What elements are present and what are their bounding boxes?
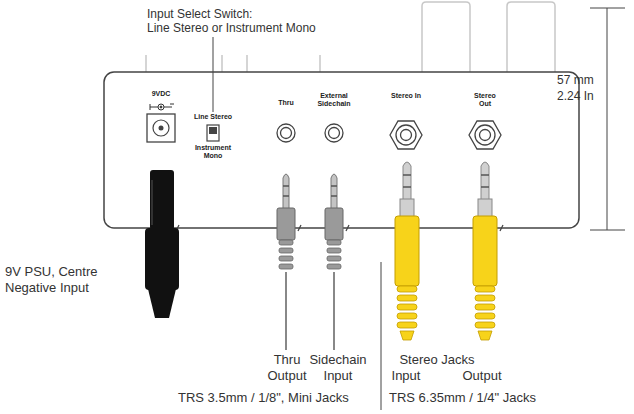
dc-plug <box>145 170 179 318</box>
strain-relief-ridge <box>279 256 293 261</box>
tip-ring <box>481 186 489 188</box>
part-label: Input <box>381 368 431 384</box>
plug-cable <box>285 272 287 350</box>
strain-relief-ridge <box>397 304 417 310</box>
plug-cable <box>333 272 335 350</box>
dimension-label: 57 mm <box>557 73 603 87</box>
strain-relief-ridge <box>279 264 293 269</box>
strain-relief-ridge <box>327 264 341 269</box>
strain-relief-ridge <box>397 286 417 292</box>
tip-ring <box>331 195 337 197</box>
mini-plugs <box>277 174 343 350</box>
part-label: Thru Output <box>265 352 309 383</box>
height-dimension <box>590 8 625 230</box>
strain-relief-ridge <box>327 248 341 253</box>
tip-ring <box>283 195 289 197</box>
panel-label: 9VDC <box>141 90 181 98</box>
tip-ring <box>403 186 411 188</box>
divider-line <box>381 262 382 410</box>
callout-title: Line Stereo or Instrument Mono <box>147 21 367 35</box>
quarter-inch-plugs <box>395 162 497 340</box>
tip-ring <box>403 174 411 176</box>
part-label: Stereo Jacks <box>382 352 492 368</box>
strain-relief-ridge <box>475 322 495 328</box>
plug-body <box>277 208 295 240</box>
plug-body <box>325 208 343 240</box>
leader-line <box>213 37 214 112</box>
strain-relief-ridge <box>397 295 417 301</box>
strain-relief-ridge <box>397 313 417 319</box>
plug-body <box>395 216 419 286</box>
plug-end <box>478 331 492 340</box>
tip-ring <box>331 185 337 187</box>
panel-label: Thru <box>271 99 301 107</box>
strain-relief-ridge <box>475 295 495 301</box>
plug-tip <box>283 174 289 210</box>
strain-relief-ridge <box>327 256 341 261</box>
panel-label: External Sidechain <box>312 92 356 108</box>
callout-title: Input Select Switch: <box>147 7 347 21</box>
part-label: Output <box>452 368 512 384</box>
part-label: 9V PSU, Centre Negative Input <box>5 264 137 295</box>
plug-tip <box>403 162 411 200</box>
strain-relief-ridge <box>475 286 495 292</box>
strain-relief-ridge <box>327 240 341 245</box>
panel-label: Line Stereo <box>188 113 238 121</box>
plug-end <box>400 331 414 340</box>
dc-jack <box>147 114 175 142</box>
tip-ring <box>283 185 289 187</box>
strain-relief-ridge <box>475 304 495 310</box>
connector-type-label: TRS 3.5mm / 1/8", Mini Jacks <box>178 390 378 406</box>
polarity-symbol <box>150 104 174 110</box>
strain-relief-ridge <box>397 322 417 328</box>
mini-jacks <box>277 124 343 142</box>
panel-label: Stereo In <box>389 92 423 100</box>
panel-label: Stereo Out <box>468 92 502 108</box>
strain-relief-ridge <box>279 240 293 245</box>
plug-neck <box>400 199 414 217</box>
strain-relief-ridge <box>279 248 293 253</box>
plug-body <box>473 216 497 286</box>
plug-neck <box>478 199 492 217</box>
connector-type-label: TRS 6.35mm / 1/4" Jacks <box>389 390 589 406</box>
strain-relief-ridge <box>475 313 495 319</box>
plug-tip <box>481 162 489 200</box>
rear-panel <box>104 72 579 228</box>
panel-label: Instrument Mono <box>190 144 236 160</box>
input-select-switch <box>207 125 219 141</box>
top-controls <box>146 2 555 72</box>
part-label: Sidechain Input <box>305 352 371 383</box>
tip-ring <box>481 174 489 176</box>
quarter-inch-jacks <box>390 121 501 149</box>
dimension-label: 2.24 In <box>557 89 603 103</box>
plug-tip <box>331 174 337 210</box>
